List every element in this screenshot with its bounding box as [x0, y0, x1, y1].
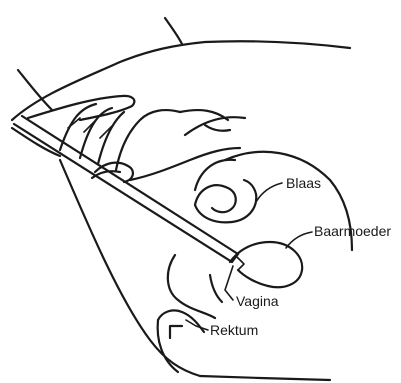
rectum-leader-line — [186, 320, 208, 330]
rectum-drawing — [158, 310, 204, 372]
label-rectum: Rektum — [210, 322, 258, 338]
vagina-drawing — [168, 255, 222, 318]
label-vagina: Vagina — [236, 293, 279, 309]
uterus-leader-line — [286, 232, 312, 248]
label-bladder: Blaas — [286, 175, 321, 191]
hand-drawing — [12, 18, 350, 182]
label-uterus: Baarmoeder — [314, 223, 391, 239]
bladder-leader-line — [256, 183, 282, 202]
bladder-drawing — [195, 180, 256, 222]
vagina-leader-line — [225, 266, 233, 300]
uterus-drawing — [230, 242, 302, 287]
